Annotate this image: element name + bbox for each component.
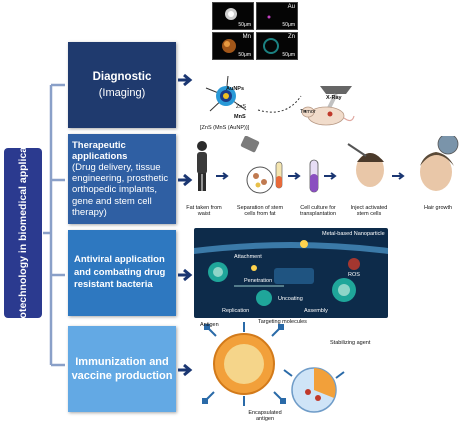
arrow-diagnostic bbox=[178, 73, 193, 87]
bracket-connector bbox=[43, 83, 65, 367]
micro-image-zn: Zn 50μm bbox=[256, 32, 298, 60]
micro-label-mn: Mn bbox=[242, 34, 251, 40]
step-arrow-4 bbox=[392, 172, 405, 180]
immunization-box: Immunization and vaccine production bbox=[68, 326, 176, 412]
micro-label-au: Au bbox=[287, 4, 295, 10]
injection-head-icon bbox=[347, 143, 384, 187]
large-vaccine-particle-icon bbox=[202, 322, 286, 406]
diagnostic-title: Diagnostic bbox=[92, 71, 152, 83]
antiviral-label-assembly: Assembly bbox=[304, 308, 328, 314]
antiviral-label-uncoating: Uncoating bbox=[278, 296, 303, 302]
stabilizing-label: Stabilizing agent bbox=[330, 340, 371, 346]
therapeutic-detail: (Drug delivery, tissue engineering, pros… bbox=[72, 161, 169, 218]
xray-label: X-Ray bbox=[326, 95, 342, 101]
therapeutic-box: Therapeutic applications (Drug delivery,… bbox=[68, 134, 176, 224]
step-arrow-2 bbox=[288, 172, 301, 180]
antiviral-box: Antiviral application and combating drug… bbox=[68, 230, 176, 316]
step-label-2: Separation of stem cells from fat bbox=[236, 205, 284, 218]
antiviral-label-penetration: Penetration bbox=[244, 278, 273, 284]
step-label-1: Fat taken from waist bbox=[186, 205, 222, 218]
small-vaccine-particle-icon bbox=[283, 367, 345, 413]
antiviral-line2: and combating drug bbox=[74, 266, 166, 278]
encapsulated-label: Encapsulated antigen bbox=[248, 410, 282, 423]
micro-image-mn: Mn 50μm bbox=[212, 32, 254, 60]
antiviral-line1: Antiviral application bbox=[74, 253, 165, 265]
dashed-arrow bbox=[257, 95, 302, 113]
antiviral-label-attachment: Attachment bbox=[234, 254, 262, 260]
formula-label: [ZnS (MnS (AuNP))] bbox=[200, 125, 250, 131]
micro-label-zn: Zn bbox=[287, 34, 295, 40]
vaccine-nanoparticle-illustration bbox=[202, 322, 345, 413]
arrow-therapeutic bbox=[178, 173, 193, 187]
micro-image-au: Au 50μm bbox=[256, 2, 298, 30]
arrow-immunization bbox=[178, 363, 193, 377]
mns-label: MnS bbox=[234, 114, 246, 120]
micro-image-1: 50μm bbox=[212, 2, 254, 30]
scale-label-4: 50μm bbox=[282, 52, 295, 58]
diagnostic-subtitle: (Imaging) bbox=[98, 87, 146, 99]
zns-label: ZnS bbox=[236, 104, 247, 110]
step-arrow-1 bbox=[216, 172, 229, 180]
targeting-label: Targeting molecules bbox=[258, 319, 307, 325]
antiviral-label-ros: ROS bbox=[348, 272, 360, 278]
therapy-process-illustration bbox=[197, 136, 459, 194]
scale-label-2: 50μm bbox=[282, 22, 295, 28]
main-category-label: Nanotechnology in biomedical application bbox=[16, 127, 29, 339]
stem-cell-separation-icon bbox=[240, 136, 283, 194]
nanoparticle-icon bbox=[205, 75, 247, 112]
immunization-line2: vaccine production bbox=[71, 370, 173, 382]
therapeutic-title: Therapeutic applications bbox=[72, 139, 128, 162]
diagnostic-box: Diagnostic (Imaging) bbox=[68, 42, 176, 128]
aunps-label: AuNPs bbox=[226, 86, 245, 92]
antiviral-illustration: Metal-based Nanoparticle Attachment Pene… bbox=[194, 228, 388, 318]
nanoparticle-diagram bbox=[205, 75, 302, 113]
scale-label-3: 50μm bbox=[238, 52, 251, 58]
antigen-label: Antigen bbox=[200, 322, 219, 328]
antiviral-label-replication: Replication bbox=[222, 308, 250, 314]
xray-beam-icon bbox=[320, 86, 352, 94]
person-icon bbox=[197, 141, 207, 191]
scale-label-1: 50μm bbox=[238, 22, 251, 28]
immunization-line1: Immunization and bbox=[75, 355, 169, 368]
mouse-xray-illustration bbox=[301, 86, 355, 126]
antiviral-label-nanoparticle: Metal-based Nanoparticle bbox=[322, 231, 385, 237]
tumor-label: Tumor bbox=[300, 109, 316, 115]
category-arrows bbox=[178, 73, 193, 377]
main-category-box: Nanotechnology in biomedical application bbox=[4, 128, 42, 338]
step-label-4: Inject activated stem cells bbox=[350, 205, 388, 218]
step-label-3: Cell culture for transplantation bbox=[299, 205, 337, 218]
culture-tube-icon bbox=[309, 159, 319, 193]
hair-growth-head-icon bbox=[420, 136, 459, 191]
arrow-antiviral bbox=[178, 268, 193, 282]
mouse-icon bbox=[301, 106, 355, 126]
antiviral-line3: resistant bacteria bbox=[74, 279, 153, 291]
step-arrow-3 bbox=[324, 172, 337, 180]
step-label-5: Hair growth bbox=[423, 205, 453, 211]
